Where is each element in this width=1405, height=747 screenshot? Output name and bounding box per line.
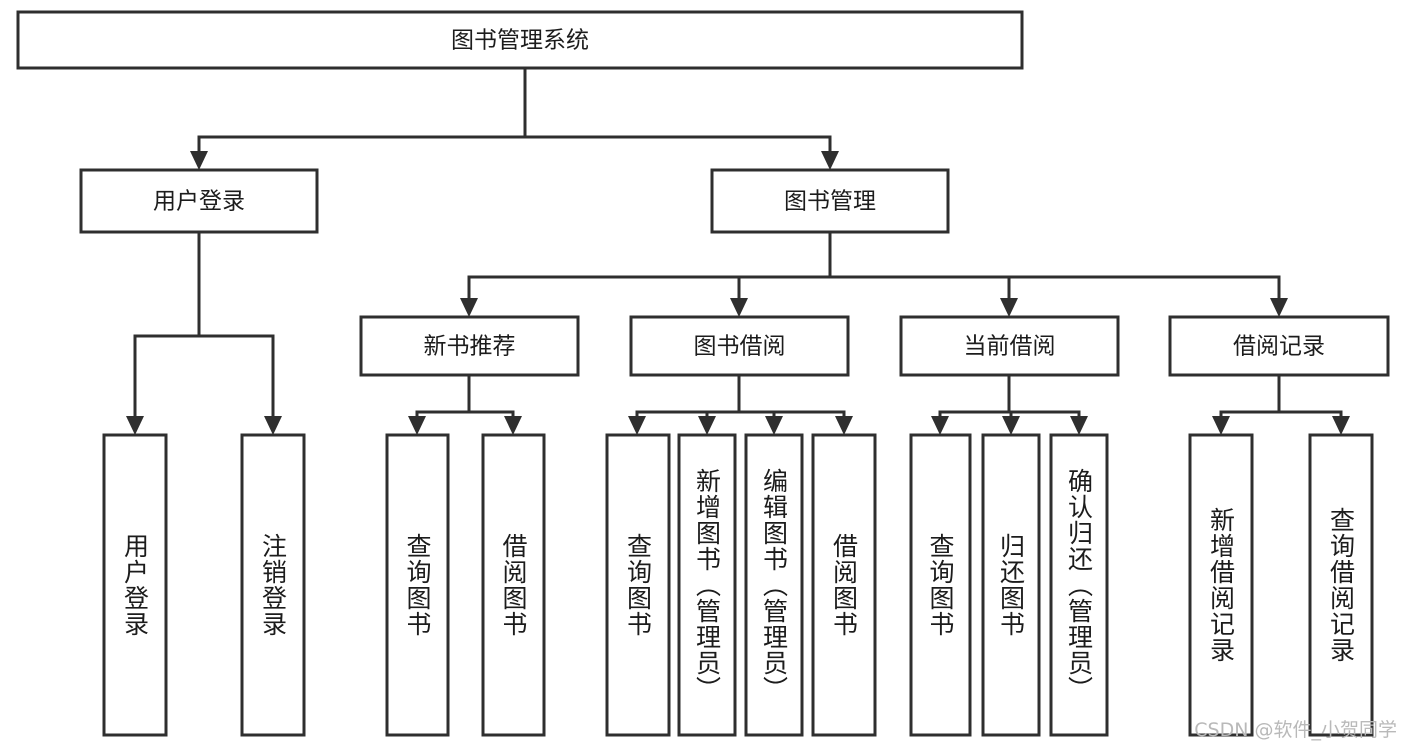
root-node-label: 图书管理系统 <box>451 28 589 54</box>
leaf-node-5-rect <box>677 433 737 737</box>
leaf-node-7[interactable] <box>811 433 877 737</box>
book-mgmt-arrow-3 <box>1270 298 1288 317</box>
level2-node-0[interactable]: 用户登录 <box>79 168 319 234</box>
root-node[interactable]: 图书管理系统 <box>16 10 1024 70</box>
leaf-node-3-rect <box>481 433 546 737</box>
level3-node-0-label: 新书推荐 <box>424 334 516 360</box>
root-arrow-1 <box>821 151 839 170</box>
leaf-node-12[interactable] <box>1308 433 1374 737</box>
leaf-node-4-rect <box>605 433 671 737</box>
leaf-node-11-rect <box>1188 433 1254 737</box>
book-mgmt-arrow-0 <box>460 298 478 317</box>
leaf-node-0[interactable] <box>102 433 168 737</box>
level3-node-0-rect <box>359 315 580 377</box>
level2-node-1-rect <box>710 168 950 234</box>
leaf-node-0-rect <box>102 433 168 737</box>
group-3-arrow-0 <box>1212 416 1230 435</box>
leaf-node-9-rect <box>981 433 1041 737</box>
book-mgmt-arrow-1 <box>730 298 748 317</box>
root-node-rect <box>16 10 1024 70</box>
leaf-node-10-rect <box>1049 433 1109 737</box>
level3-node-3-label: 借阅记录 <box>1233 334 1325 360</box>
leaf-node-6-rect <box>744 433 804 737</box>
group-1-arrow-2 <box>765 416 783 435</box>
level2-node-1-label: 图书管理 <box>784 189 876 215</box>
level3-node-2[interactable]: 当前借阅 <box>899 315 1120 377</box>
user-login-arrow-0 <box>126 416 144 435</box>
group-2-arrow-2 <box>1070 416 1088 435</box>
leaf-node-7-rect <box>811 433 877 737</box>
group-0-arrow-0 <box>408 416 426 435</box>
group-1-arrow-3 <box>835 416 853 435</box>
csdn-watermark: CSDN @软件_小贺同学 <box>1194 719 1397 741</box>
level3-node-3-rect <box>1168 315 1390 377</box>
group-0-arrow-1 <box>504 416 522 435</box>
root-arrow-0 <box>190 151 208 170</box>
level3-node-1-rect <box>629 315 850 377</box>
leaf-node-4[interactable] <box>605 433 671 737</box>
leaf-node-10[interactable] <box>1049 433 1109 737</box>
leaf-node-12-rect <box>1308 433 1374 737</box>
leaf-node-11[interactable] <box>1188 433 1254 737</box>
level2-node-1[interactable]: 图书管理 <box>710 168 950 234</box>
level2-node-0-label: 用户登录 <box>153 189 245 215</box>
level2-node-0-rect <box>79 168 319 234</box>
level3-node-1-label: 图书借阅 <box>694 334 786 360</box>
leaf-node-1-rect <box>240 433 306 737</box>
group-1-arrow-0 <box>628 416 646 435</box>
level3-node-2-rect <box>899 315 1120 377</box>
leaf-node-2-rect <box>385 433 450 737</box>
leaf-node-3[interactable] <box>481 433 546 737</box>
leaf-node-2[interactable] <box>385 433 450 737</box>
leaf-node-1[interactable] <box>240 433 306 737</box>
connectors-layer <box>126 66 1350 435</box>
book-mgmt-arrow-2 <box>1000 298 1018 317</box>
group-1-arrow-1 <box>698 416 716 435</box>
group-3-arrow-1 <box>1332 416 1350 435</box>
group-2-arrow-1 <box>1002 416 1020 435</box>
leaf-node-5[interactable] <box>677 433 737 737</box>
level3-node-2-label: 当前借阅 <box>964 334 1056 360</box>
user-login-arrow-1 <box>264 416 282 435</box>
level3-node-1[interactable]: 图书借阅 <box>629 315 850 377</box>
leaf-node-8-rect <box>909 433 972 737</box>
level3-node-3[interactable]: 借阅记录 <box>1168 315 1390 377</box>
group-2-arrow-0 <box>931 416 949 435</box>
level3-node-0[interactable]: 新书推荐 <box>359 315 580 377</box>
leaf-node-9[interactable] <box>981 433 1041 737</box>
leaf-node-6[interactable] <box>744 433 804 737</box>
leaf-node-8[interactable] <box>909 433 972 737</box>
